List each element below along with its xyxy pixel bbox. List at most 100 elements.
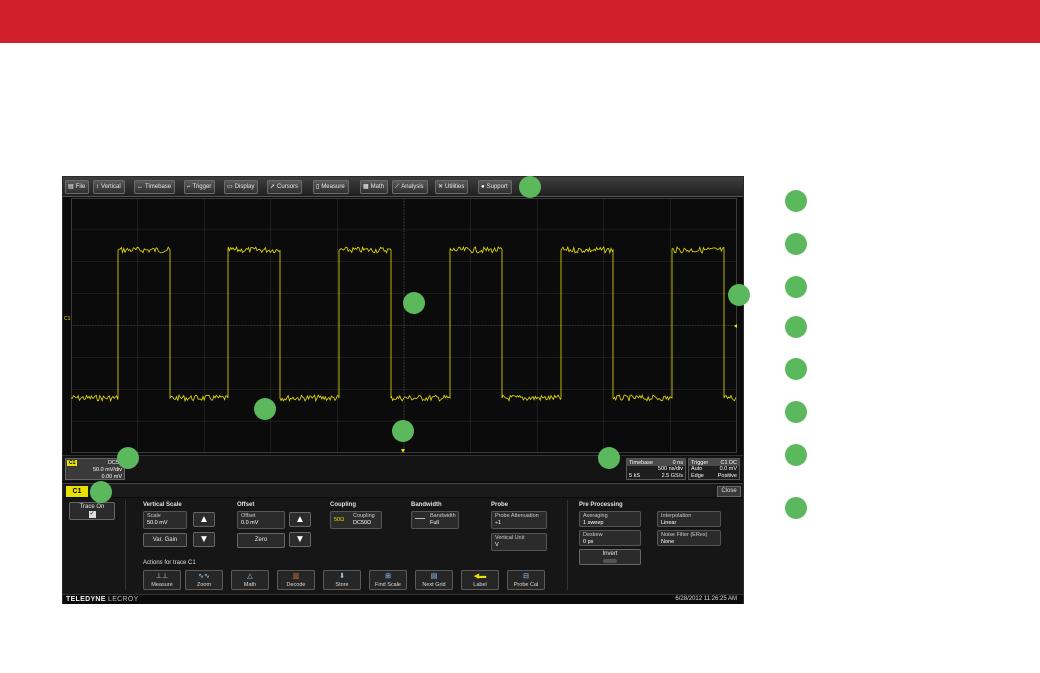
channel-descriptor[interactable]: C1 DC50 50.0 mV/div 0.00 mV: [65, 458, 125, 480]
interpolation-label: Interpolation: [661, 513, 692, 519]
menu-math[interactable]: ▦Math: [360, 180, 389, 194]
averaging-label: Averaging: [583, 513, 608, 519]
menu-analysis[interactable]: ⟋Analysis: [392, 180, 428, 194]
arrow-down-icon: ▼: [295, 534, 305, 545]
action-probe-cal-button[interactable]: ⊟Probe Cal: [507, 570, 545, 590]
coupling-badge: 50Ω: [334, 517, 345, 523]
probe-attenuation-field[interactable]: Probe Attenuation ÷1: [491, 511, 547, 529]
offset-title: Offset: [237, 502, 255, 508]
status-bar: TELEDYNE LECROY 6/28/2012 11:26:25 AM: [63, 594, 743, 604]
menu-utilities[interactable]: ✕Utilities: [435, 180, 469, 194]
trigger-slope: Positive: [717, 473, 737, 479]
store-icon: ⬇: [339, 573, 345, 580]
menu-timebase[interactable]: ↔Timebase: [134, 180, 176, 194]
trigger-type: Edge: [691, 473, 704, 479]
timebase-icon: ↔: [137, 184, 143, 190]
menu-support[interactable]: ●Support: [478, 180, 512, 194]
invert-button[interactable]: Invert: [579, 549, 641, 565]
decode-icon: ▥: [292, 573, 300, 580]
arrow-up-icon: ▲: [295, 514, 305, 525]
date-time: 6/28/2012 11:26:25 AM: [675, 596, 737, 602]
interpolation-value: Linear: [661, 520, 677, 526]
legend-marker: [785, 444, 807, 466]
scale-up-button[interactable]: ▲: [193, 512, 215, 527]
averaging-value: 1 sweep: [583, 520, 604, 526]
support-icon: ●: [481, 184, 485, 190]
legend-marker: [785, 316, 807, 338]
trigger-position-marker: [401, 449, 405, 453]
menu-file[interactable]: ▤File: [65, 180, 90, 194]
channel-scale: 50.0 mV/div: [92, 467, 122, 473]
scale-label: Scale: [147, 513, 161, 519]
channel-offset: 0.00 mV: [101, 474, 122, 480]
action-store-button[interactable]: ⬇Store: [323, 570, 361, 590]
vertical-unit-label: Vertical Unit: [495, 535, 525, 541]
trigger-coupling: DC: [729, 459, 737, 466]
offset-down-button[interactable]: ▼: [289, 532, 311, 547]
legend-marker: [785, 401, 807, 423]
cursors-icon: ➚: [270, 184, 276, 190]
timebase-delay: 0 ns: [672, 459, 683, 466]
offset-up-button[interactable]: ▲: [289, 512, 311, 527]
menu-cursors[interactable]: ➚Cursors: [267, 180, 303, 194]
zero-button[interactable]: Zero: [237, 533, 285, 548]
action-zoom-button[interactable]: ∿∿Zoom: [185, 570, 223, 590]
trace-on-button[interactable]: Trace On ✓: [69, 502, 115, 520]
deskew-field[interactable]: Deskew 0 ps: [579, 530, 641, 546]
menu-vertical[interactable]: ↕Vertical: [93, 180, 125, 194]
callout-marker: [519, 176, 541, 198]
timebase-per-div: 500 ns/div: [657, 466, 683, 472]
offset-field[interactable]: Offset 0.0 mV: [237, 511, 285, 529]
arrow-up-icon: ▲: [199, 514, 209, 525]
menu-measure[interactable]: ▯Measure: [313, 180, 349, 194]
var-gain-button[interactable]: Var. Gain: [143, 533, 187, 547]
callout-marker: [90, 481, 112, 503]
averaging-field[interactable]: Averaging 1 sweep: [579, 511, 641, 527]
probe-cal-icon: ⊟: [523, 573, 529, 580]
action-math-button[interactable]: △Math: [231, 570, 269, 590]
bandwidth-field[interactable]: Bandwidth Full: [411, 511, 459, 529]
legend-marker: [785, 233, 807, 255]
menu-trigger[interactable]: ⌐Trigger: [184, 180, 216, 194]
waveform-grid[interactable]: C1: [64, 198, 737, 453]
zoom-icon: ∿∿: [198, 573, 210, 580]
callout-marker: [117, 447, 139, 469]
scale-value: 50.0 mV: [147, 520, 168, 526]
action-decode-button[interactable]: ▥Decode: [277, 570, 315, 590]
vertical-unit-field[interactable]: Vertical Unit V: [491, 533, 547, 551]
action-measure-button[interactable]: ⊥⊥Measure: [143, 570, 181, 590]
deskew-label: Deskew: [583, 532, 603, 538]
action-find-scale-button[interactable]: ⊞Find Scale: [369, 570, 407, 590]
analysis-icon: ⟋: [395, 184, 400, 190]
probe-attenuation-value: ÷1: [495, 520, 502, 526]
noise-filter-field[interactable]: Noise Filter (ERes) None: [657, 530, 721, 546]
deskew-value: 0 ps: [583, 539, 594, 545]
trigger-source: C1: [720, 459, 728, 466]
display-icon: ▭: [227, 184, 233, 190]
timebase-samples: 5 kS: [629, 473, 641, 479]
tab-c1[interactable]: C1: [66, 486, 88, 497]
legend-marker: [785, 358, 807, 380]
coupling-field[interactable]: 50Ω Coupling DC50Ω: [330, 511, 382, 529]
legend-marker: [785, 276, 807, 298]
menu-bar: ▤File ↕Vertical ↔Timebase ⌐Trigger ▭Disp…: [63, 177, 743, 197]
offset-label: Offset: [241, 513, 256, 519]
callout-marker: [392, 420, 414, 442]
action-next-grid-button[interactable]: ▤Next Grid: [415, 570, 453, 590]
utilities-icon: ✕: [438, 184, 444, 190]
action-label-button[interactable]: ◀▬Label: [461, 570, 499, 590]
vertical-scale-title: Vertical Scale: [143, 502, 182, 508]
close-button[interactable]: Close: [717, 486, 741, 497]
callout-marker: [254, 398, 276, 420]
menu-display[interactable]: ▭Display: [224, 180, 259, 194]
scale-down-button[interactable]: ▼: [193, 532, 215, 547]
label-icon: ◀▬: [473, 573, 487, 580]
scale-field[interactable]: Scale 50.0 mV: [143, 511, 187, 529]
arrow-down-icon: ▼: [199, 534, 209, 545]
legend-marker: [785, 190, 807, 212]
interpolation-field[interactable]: Interpolation Linear: [657, 511, 721, 527]
actions-title: Actions for trace C1: [143, 560, 196, 566]
dialog-tab-bar: C1 Close: [63, 483, 743, 497]
